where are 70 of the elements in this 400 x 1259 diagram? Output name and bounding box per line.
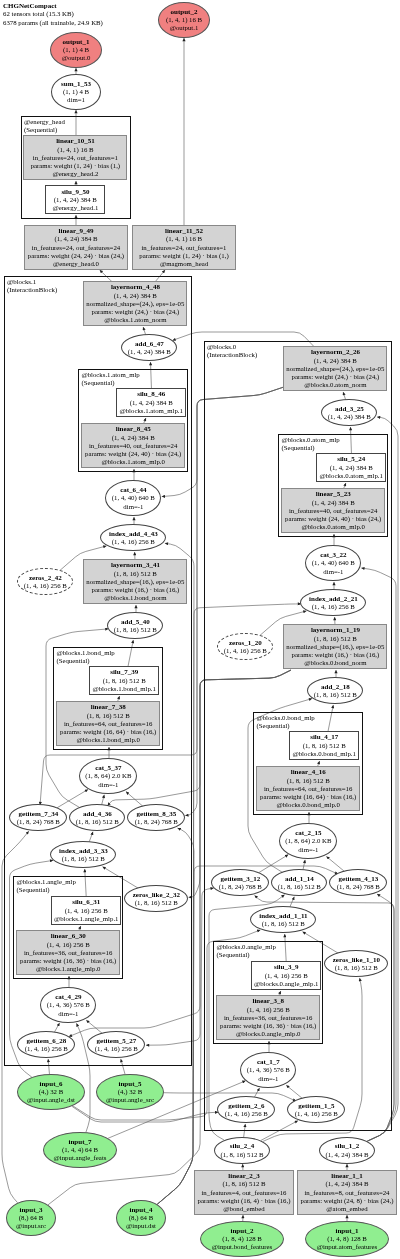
- module-box: [45, 185, 106, 215]
- module-box: [283, 624, 388, 670]
- arrow: [78, 925, 82, 932]
- module-group: [4, 276, 192, 1066]
- module-box: [83, 559, 188, 605]
- module-box: [297, 1170, 397, 1215]
- module-box: [281, 488, 386, 534]
- module-box: [16, 930, 121, 976]
- module-box: [251, 961, 322, 991]
- function-node: [69, 804, 126, 832]
- module-group: [253, 712, 364, 816]
- output-node: [50, 32, 102, 68]
- function-node: [324, 950, 389, 978]
- function-node: [50, 841, 117, 869]
- module-group: [53, 647, 164, 751]
- function-node: [107, 612, 164, 640]
- module-box: [194, 1170, 294, 1215]
- function-node: [9, 804, 68, 832]
- module-box: [316, 453, 387, 483]
- function-node: [79, 758, 138, 795]
- module-group: [213, 941, 324, 1045]
- input-node: [6, 1200, 56, 1236]
- function-node: [271, 869, 328, 897]
- module-box: [256, 766, 361, 812]
- function-node: [105, 480, 162, 517]
- function-node: [51, 74, 101, 110]
- arrow: [278, 990, 282, 997]
- module-box: [83, 281, 188, 327]
- function-node: [217, 1096, 276, 1124]
- function-node: [329, 869, 388, 897]
- module-box: [24, 225, 128, 270]
- function-node: [321, 399, 378, 427]
- function-node: [100, 524, 167, 552]
- function-node: [300, 589, 367, 617]
- module-group: [13, 876, 124, 980]
- module-box: [289, 731, 360, 761]
- function-node: [319, 1137, 375, 1164]
- input-node: [43, 1132, 117, 1168]
- function-node: [127, 804, 186, 832]
- function-node: [211, 869, 270, 897]
- module-box: [23, 135, 128, 181]
- input-node: [17, 1074, 85, 1110]
- module-group: [21, 116, 131, 219]
- function-node: [17, 1031, 76, 1059]
- function-node: [250, 906, 317, 934]
- module-box: [132, 225, 236, 270]
- arrow: [74, 180, 78, 187]
- module-box: [283, 346, 388, 392]
- module-box: [56, 701, 161, 747]
- module-box: [89, 666, 160, 696]
- function-node: [214, 1137, 270, 1164]
- input-node: [116, 1200, 166, 1236]
- function-node: [279, 823, 338, 860]
- function-node: [121, 334, 178, 362]
- module-group: [78, 369, 189, 473]
- function-node: [124, 885, 189, 913]
- function-node: [240, 1052, 297, 1089]
- module-group: [278, 434, 389, 538]
- function-node: [307, 677, 364, 705]
- function-node: [87, 1031, 146, 1059]
- module-box: [81, 423, 186, 469]
- function-node: [305, 545, 362, 582]
- module-box: [51, 896, 122, 926]
- function-node: [287, 1096, 346, 1124]
- module-box: [116, 388, 187, 418]
- module-box: [216, 995, 321, 1041]
- function-node: [40, 987, 97, 1024]
- output-node: [158, 2, 210, 38]
- module-group: [204, 341, 392, 1131]
- input-node: [96, 1074, 164, 1110]
